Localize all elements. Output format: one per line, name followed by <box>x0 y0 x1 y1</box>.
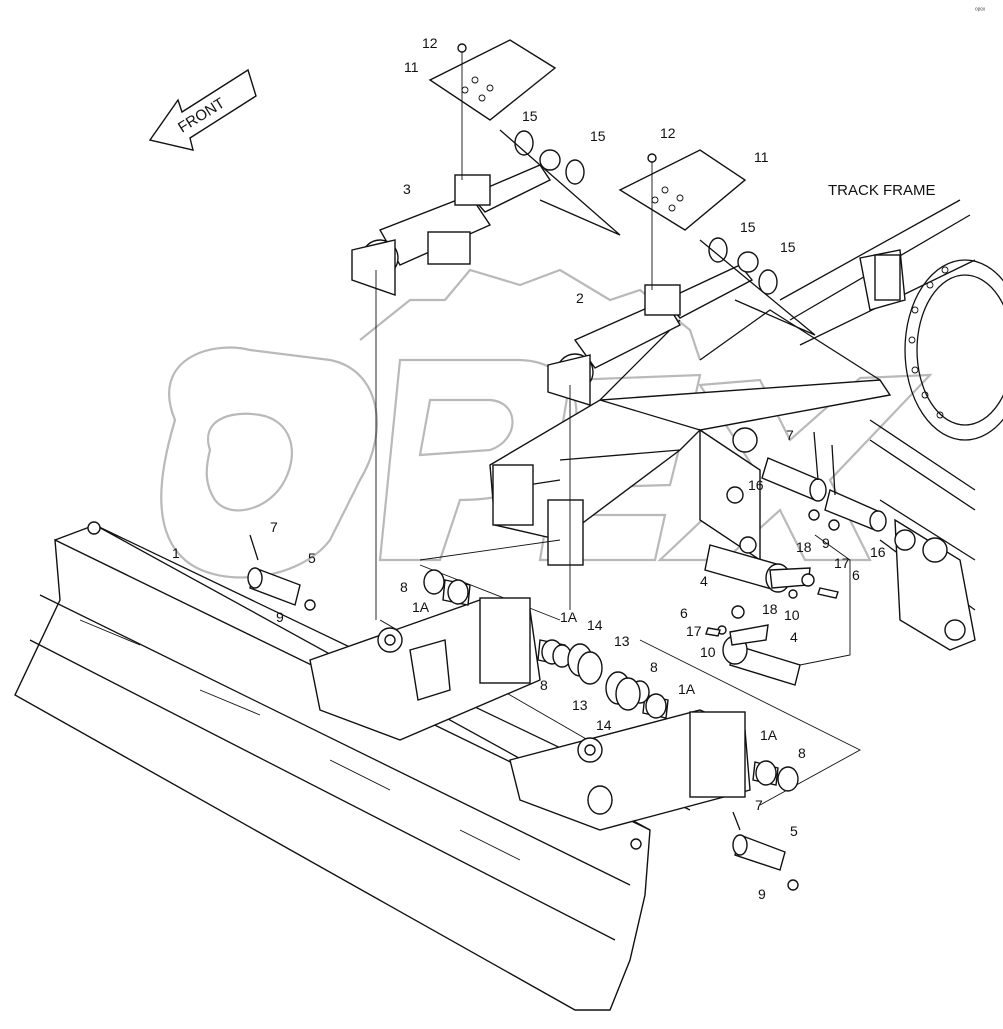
pin-5-upper <box>247 534 316 611</box>
callout-4: 4 <box>790 629 798 645</box>
callout-12: 12 <box>422 35 438 51</box>
callout-15: 15 <box>522 108 538 124</box>
callout-13: 13 <box>572 697 588 713</box>
callout-14: 14 <box>596 717 612 733</box>
callout-16: 16 <box>748 477 764 493</box>
callout-10: 10 <box>700 644 716 660</box>
callout-6: 6 <box>680 605 688 621</box>
cover-11-upper <box>428 39 557 121</box>
callout-17: 17 <box>686 623 702 639</box>
callout-12: 12 <box>660 125 676 141</box>
callout-7: 7 <box>786 427 794 443</box>
push-arm-right <box>509 709 751 831</box>
pin-16-b <box>824 489 887 532</box>
callout-11: 11 <box>404 59 419 75</box>
callout-16: 16 <box>870 544 886 560</box>
cover-11-lower <box>618 149 747 231</box>
callout-14: 14 <box>587 617 603 633</box>
callout-11: 11 <box>754 149 769 165</box>
callout-8: 8 <box>798 745 806 761</box>
cylinder-3 <box>351 149 561 620</box>
blade <box>14 521 691 1011</box>
callout-7: 7 <box>270 519 278 535</box>
bushings <box>423 569 799 792</box>
pin-4-upper <box>704 544 811 593</box>
pin-4-lower <box>722 624 801 686</box>
callout-17: 17 <box>834 555 850 571</box>
callout-18: 18 <box>796 539 812 555</box>
callout-5: 5 <box>790 823 798 839</box>
callout-10: 10 <box>784 607 800 623</box>
pin-16-a <box>761 457 827 502</box>
cylinder-2 <box>547 251 759 610</box>
corner-mark: ᵒᵖᵉˣ <box>975 7 986 14</box>
pin-5-lower <box>732 811 799 891</box>
callout-15: 15 <box>590 128 606 144</box>
callout-9: 9 <box>822 535 830 551</box>
callout-8: 8 <box>400 579 408 595</box>
callout-8: 8 <box>650 659 658 675</box>
callout-5: 5 <box>308 550 316 566</box>
callout-9: 9 <box>758 886 766 902</box>
callout-8: 8 <box>540 677 548 693</box>
callouts: 1 1A 1A 1A 1A 2 3 4 4 5 5 6 6 7 7 7 8 8 … <box>172 35 886 902</box>
callout-1a: 1A <box>678 681 696 697</box>
dozer-frame <box>489 309 892 566</box>
callout-9: 9 <box>276 609 284 625</box>
front-arrow: FRONT <box>148 68 257 151</box>
track-frame <box>779 199 1003 651</box>
callout-13: 13 <box>614 633 630 649</box>
bolt-circle <box>908 266 949 419</box>
callout-1: 1 <box>172 545 180 561</box>
callout-4: 4 <box>700 573 708 589</box>
callout-7: 7 <box>755 797 763 813</box>
callout-1a: 1A <box>560 609 578 625</box>
track-frame-label: TRACK FRAME <box>828 182 936 199</box>
callout-18: 18 <box>762 601 778 617</box>
callout-6: 6 <box>852 567 860 583</box>
callout-1a: 1A <box>760 727 778 743</box>
callout-1a: 1A <box>412 599 430 615</box>
callout-3: 3 <box>403 181 411 197</box>
push-arm-left <box>309 597 541 741</box>
callout-15: 15 <box>780 239 796 255</box>
callout-2: 2 <box>576 290 584 306</box>
callout-15: 15 <box>740 219 756 235</box>
